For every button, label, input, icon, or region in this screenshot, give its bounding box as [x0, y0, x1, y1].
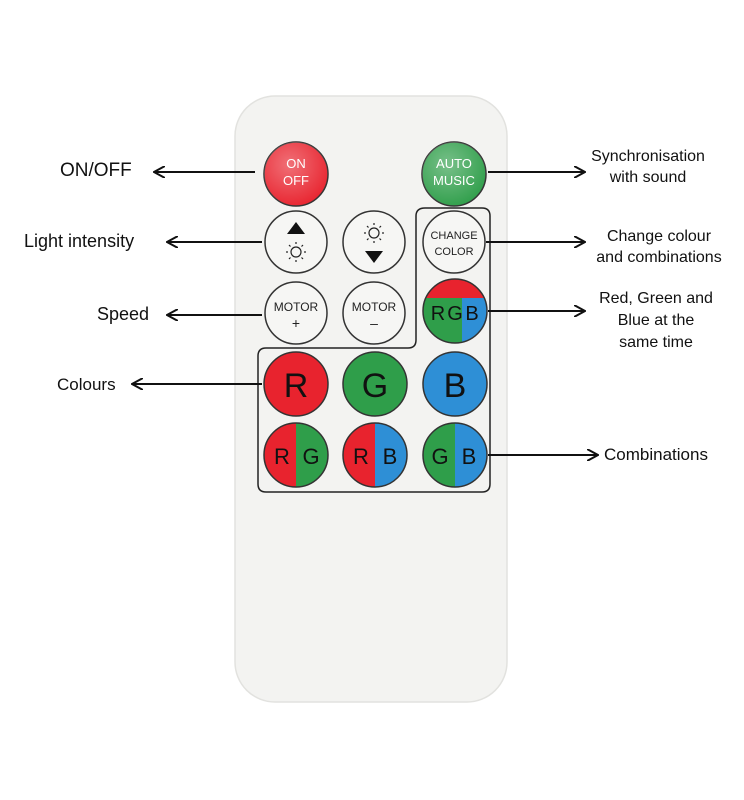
brightness-down-button[interactable]	[342, 210, 406, 274]
label-change-line1: Change colour	[606, 228, 712, 245]
change-color-button[interactable]: CHANGE COLOR	[422, 210, 486, 274]
label-on-off: ON/OFF	[60, 160, 132, 181]
motor-minus-line1: MOTOR	[352, 300, 397, 314]
rg-button-g: G	[302, 444, 319, 469]
color-group-outline	[257, 207, 491, 493]
motor-minus-line2: –	[370, 315, 378, 331]
rgb-button[interactable]: R G B	[422, 278, 488, 344]
arrow-down-icon	[365, 251, 383, 263]
rgb-button-g: G	[447, 303, 463, 325]
label-rgb-line2: Blue at the	[617, 312, 695, 329]
green-button-label: G	[362, 367, 388, 405]
label-combinations: Combinations	[604, 445, 708, 464]
arrow-up-icon	[287, 222, 305, 234]
on-off-button-line1: ON	[286, 156, 306, 171]
motor-plus-line2: +	[292, 315, 300, 331]
label-change-colour: Change colour and combinations	[580, 226, 738, 268]
label-rgb: Red, Green and Blue at the same time	[582, 288, 730, 354]
red-green-button[interactable]: R G	[263, 422, 329, 488]
brightness-up-button[interactable]	[264, 210, 328, 274]
sun-down-icon	[364, 223, 384, 243]
gb-button-b: B	[462, 444, 477, 469]
motor-plus-button[interactable]: MOTOR +	[264, 281, 328, 345]
label-colours: Colours	[57, 375, 116, 394]
on-off-button[interactable]: ON OFF	[263, 141, 329, 207]
label-sync: Synchronisation with sound	[584, 146, 712, 188]
rb-button-b: B	[383, 444, 398, 469]
motor-plus-line1: MOTOR	[274, 300, 319, 314]
auto-music-button[interactable]: AUTO MUSIC	[421, 141, 487, 207]
green-blue-button[interactable]: G B	[422, 422, 488, 488]
on-off-button-line2: OFF	[283, 173, 309, 188]
red-button-label: R	[284, 367, 309, 405]
green-button[interactable]: G	[342, 351, 408, 417]
rgb-button-r: R	[431, 303, 445, 325]
gb-button-g: G	[431, 444, 448, 469]
auto-music-button-line1: AUTO	[436, 156, 472, 171]
rb-button-r: R	[353, 444, 369, 469]
sun-up-icon	[286, 242, 306, 262]
red-blue-button[interactable]: R B	[342, 422, 408, 488]
change-color-line1: CHANGE	[430, 230, 477, 242]
label-change-line2: and combinations	[596, 249, 722, 266]
red-button[interactable]: R	[263, 351, 329, 417]
motor-minus-button[interactable]: MOTOR –	[342, 281, 406, 345]
change-color-line2: COLOR	[434, 246, 473, 258]
label-light-intensity: Light intensity	[24, 231, 135, 251]
auto-music-button-line2: MUSIC	[433, 173, 475, 188]
label-rgb-line3: same time	[619, 334, 693, 351]
label-rgb-line1: Red, Green and	[599, 290, 713, 307]
label-sync-line1: Synchronisation	[591, 148, 705, 165]
rg-button-r: R	[274, 444, 290, 469]
blue-button[interactable]: B	[422, 351, 488, 417]
blue-button-label: B	[444, 367, 467, 405]
label-speed: Speed	[97, 304, 150, 324]
label-sync-line2: with sound	[609, 169, 687, 186]
rgb-button-b: B	[465, 303, 478, 325]
